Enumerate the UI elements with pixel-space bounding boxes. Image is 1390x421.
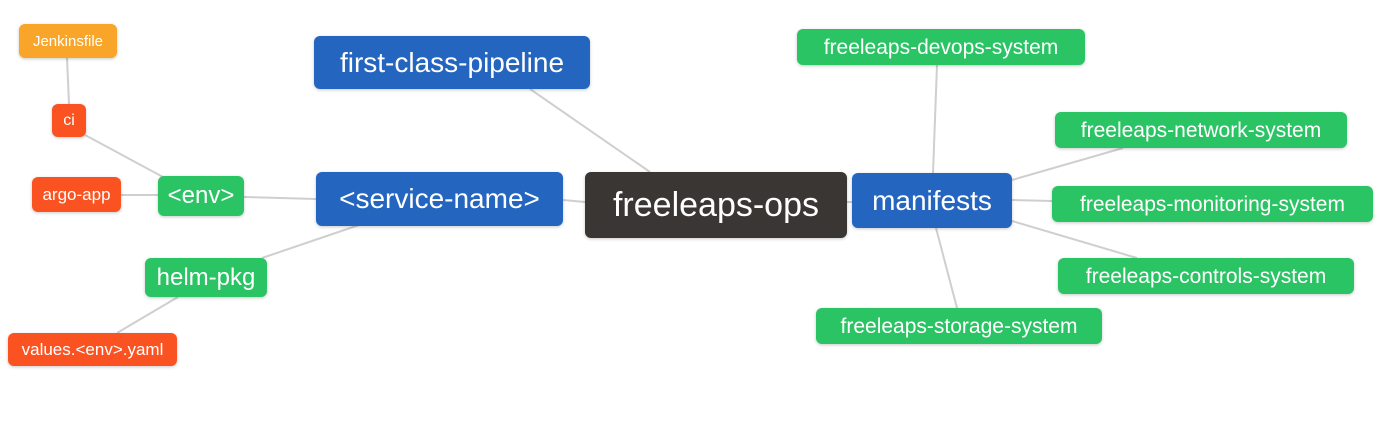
edge-manifests-to-freeleaps-storage-system: [935, 227, 958, 309]
edge-service-name-to-freeleaps-ops: [562, 199, 586, 203]
node-freeleaps-devops-system[interactable]: freeleaps-devops-system: [797, 29, 1085, 65]
node-freeleaps-monitoring-system[interactable]: freeleaps-monitoring-system: [1052, 186, 1373, 222]
edge-first-class-pipeline-to-freeleaps-ops: [529, 88, 651, 173]
edge-ci-to-env: [84, 134, 164, 178]
node-freeleaps-storage-system[interactable]: freeleaps-storage-system: [816, 308, 1102, 344]
node-values-env-yaml[interactable]: values.<env>.yaml: [8, 333, 177, 366]
edge-helm-pkg-to-service-name: [261, 223, 363, 259]
edge-jenkinsfile-to-ci: [66, 57, 70, 105]
edge-values-env-yaml-to-helm-pkg: [116, 296, 179, 334]
node-manifests[interactable]: manifests: [852, 173, 1012, 228]
node-ci[interactable]: ci: [52, 104, 86, 137]
edge-env-to-service-name: [243, 196, 317, 200]
node-freeleaps-controls-system[interactable]: freeleaps-controls-system: [1058, 258, 1354, 294]
node-first-class-pipeline[interactable]: first-class-pipeline: [314, 36, 590, 89]
node-service-name[interactable]: <service-name>: [316, 172, 563, 226]
node-freeleaps-network-system[interactable]: freeleaps-network-system: [1055, 112, 1347, 148]
edge-manifests-to-freeleaps-controls-system: [1011, 220, 1138, 259]
node-freeleaps-ops[interactable]: freeleaps-ops: [585, 172, 847, 238]
node-env[interactable]: <env>: [158, 176, 244, 216]
node-helm-pkg[interactable]: helm-pkg: [145, 258, 267, 297]
edge-manifests-to-freeleaps-network-system: [1011, 147, 1124, 181]
node-argo-app[interactable]: argo-app: [32, 177, 121, 212]
edge-manifests-to-freeleaps-devops-system: [932, 64, 938, 174]
node-jenkinsfile[interactable]: Jenkinsfile: [19, 24, 117, 58]
edge-manifests-to-freeleaps-monitoring-system: [1011, 199, 1053, 202]
